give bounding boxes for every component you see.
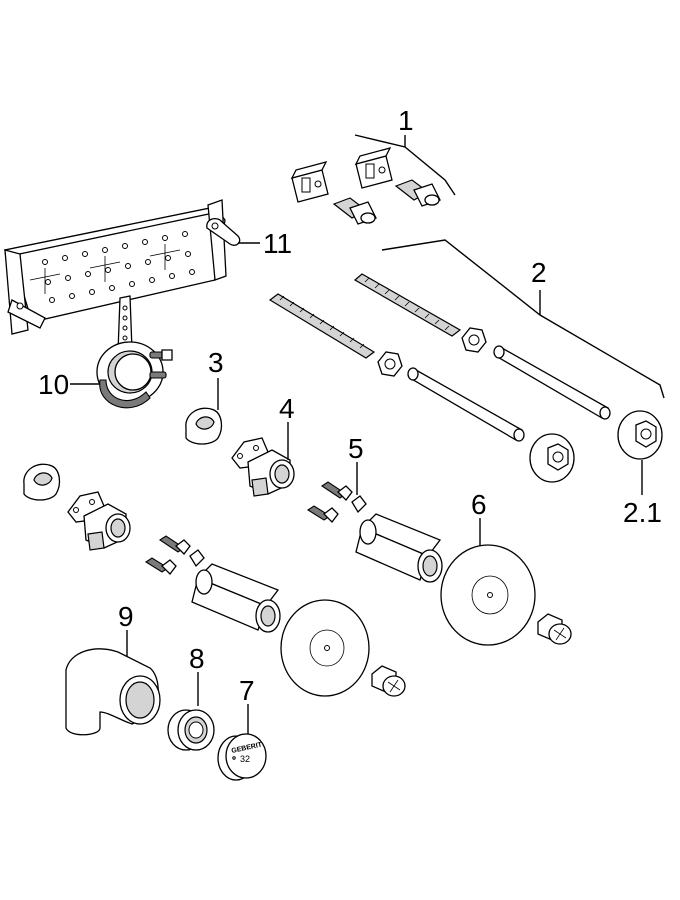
callout-4: 4 xyxy=(279,393,295,424)
screw-set-upper xyxy=(306,481,367,523)
pipe-clamp xyxy=(96,295,173,409)
spacer-sleeve-lower xyxy=(191,563,281,633)
wall-elbow-lower xyxy=(67,491,131,551)
hex-nut-back xyxy=(461,327,487,353)
bracket-plate-upper xyxy=(185,407,223,445)
mounting-frame xyxy=(3,199,241,335)
callout-2-1: 2.1 xyxy=(623,497,662,528)
threaded-rod-back xyxy=(353,273,462,337)
fixing-bracket-right xyxy=(354,147,393,189)
callout-7: 7 xyxy=(239,675,255,706)
locking-screw-upper xyxy=(537,613,572,645)
screw-set-lower xyxy=(144,535,205,575)
callout-11: 11 xyxy=(263,228,292,259)
frame-holes xyxy=(29,231,195,303)
callout-5: 5 xyxy=(348,433,364,464)
callout-1: 1 xyxy=(398,105,414,136)
hex-nut-front xyxy=(377,351,403,377)
wall-fitting-back xyxy=(617,410,663,460)
threaded-insert-left xyxy=(332,197,377,225)
frame-clip xyxy=(206,217,241,246)
rosette-lower xyxy=(280,599,370,697)
callout-10: 10 xyxy=(38,369,69,400)
reducer-bushing xyxy=(167,709,215,751)
threaded-insert-right xyxy=(394,179,441,207)
callout-3: 3 xyxy=(208,347,224,378)
end-cap: GEBERIT 32 xyxy=(217,733,267,781)
wall-fitting-front xyxy=(529,433,575,483)
callout-6: 6 xyxy=(471,489,487,520)
fixing-bracket-left xyxy=(290,161,329,203)
callout-9: 9 xyxy=(118,601,134,632)
spacer-sleeve-upper xyxy=(355,513,443,583)
leader-bracket-1 xyxy=(354,134,456,196)
locking-screw-lower xyxy=(371,665,406,697)
callout-8: 8 xyxy=(189,643,205,674)
pipe-front xyxy=(407,367,525,442)
threaded-rod-front xyxy=(268,293,376,359)
cap-size-label: 32 xyxy=(240,754,250,764)
elbow-cover xyxy=(65,648,161,736)
callout-2: 2 xyxy=(531,257,547,288)
wall-elbow-upper xyxy=(231,437,295,497)
pipe-back xyxy=(493,345,611,420)
bracket-plate-lower xyxy=(23,463,61,501)
rosette-upper xyxy=(440,544,536,646)
